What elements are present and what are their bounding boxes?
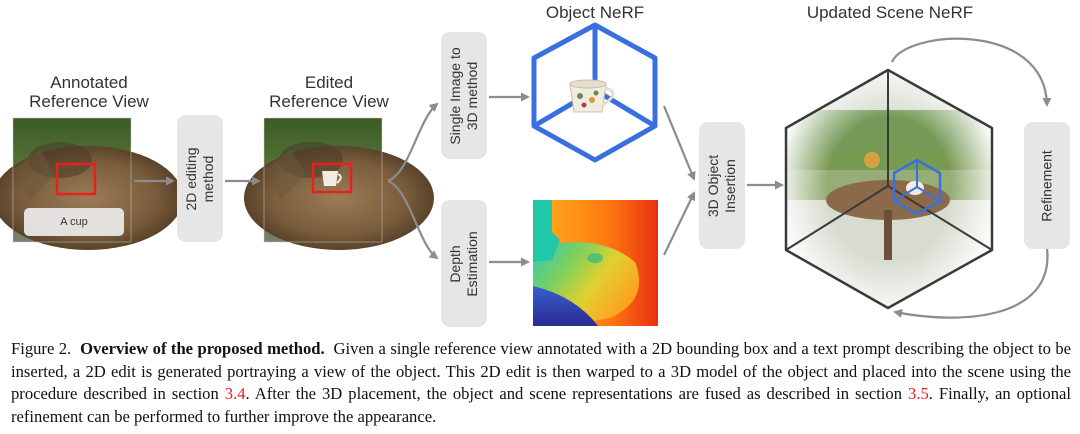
edited-reference-photo: [244, 117, 434, 250]
caption-bold-title: Overview of the proposed method.: [80, 339, 325, 358]
editing-line2: method: [200, 155, 216, 202]
refinement-label: Refinement: [1038, 149, 1055, 222]
refinement-box: Refinement: [1024, 122, 1070, 249]
annotated-label-line2: Reference View: [29, 92, 149, 111]
caption-prefix: Figure 2.: [11, 339, 72, 358]
annotated-reference-label: Annotated Reference View: [15, 73, 163, 111]
figure-caption: Figure 2. Overview of the proposed metho…: [11, 338, 1071, 428]
depth-line1: Depth: [447, 244, 463, 283]
pipeline-diagram: [0, 22, 1052, 326]
insertion-line2: Insertion: [722, 158, 738, 213]
method-figure: Annotated Reference View Edited Referenc…: [0, 3, 1070, 327]
single-line1: Single Image to: [447, 46, 463, 145]
single-line2: 3D method: [464, 61, 480, 130]
object-nerf-cube: [531, 22, 658, 163]
depth-line2: Estimation: [464, 230, 480, 297]
caption-part1: Given a single reference view annotated …: [11, 339, 1072, 403]
section-ref-3-5[interactable]: 3.5: [908, 384, 929, 403]
editing-line1: 2D editing: [183, 146, 199, 211]
section-ref-3-4[interactable]: 3.4: [224, 384, 246, 403]
edited-label-line2: Reference View: [269, 92, 389, 111]
object-nerf-label: Object NeRF: [545, 3, 645, 22]
depth-map: [533, 200, 658, 326]
insertion-line1: 3D Object: [705, 154, 721, 217]
edited-reference-label: Edited Reference View: [255, 73, 403, 111]
caption-part2: . After the 3D placement, the object and…: [245, 384, 903, 403]
text-prompt-chip: A cup: [24, 208, 124, 236]
updated-scene-label: Updated Scene NeRF: [806, 3, 974, 22]
edited-bounding-box: [311, 162, 353, 194]
updated-scene-nerf: [784, 68, 994, 310]
caption-part3: . Finally, an optional refinement can be…: [11, 384, 1072, 426]
bounding-box: [55, 162, 97, 196]
flow-arrows: [134, 37, 1052, 319]
edited-label-line1: Edited: [304, 73, 354, 92]
annotated-label-line1: Annotated: [50, 73, 128, 92]
cup-shape: [322, 171, 338, 186]
